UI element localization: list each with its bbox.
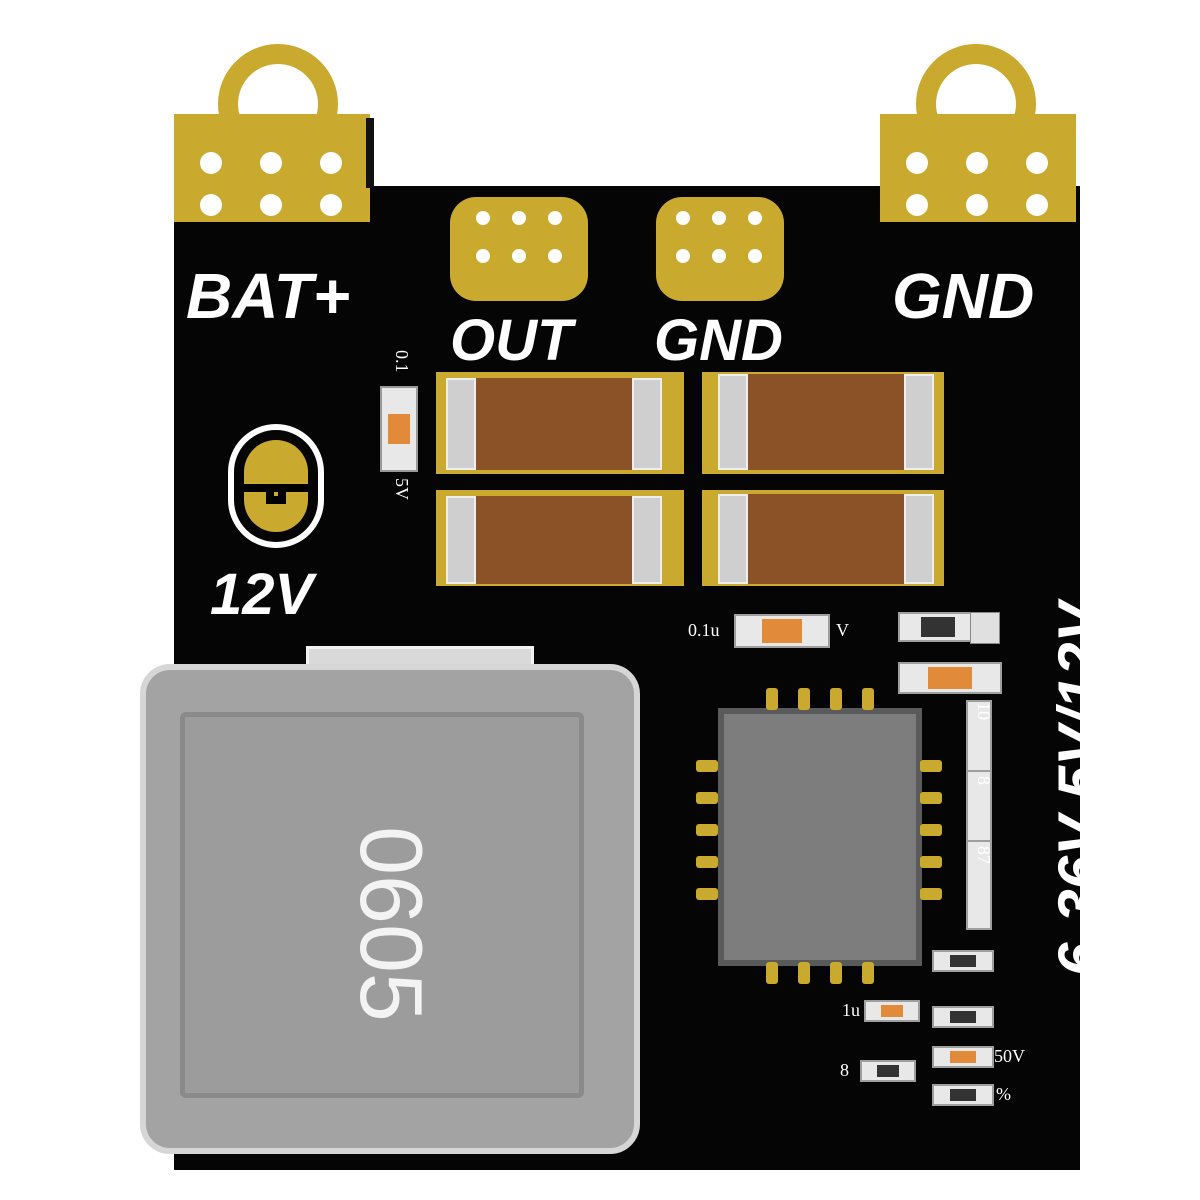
ic-pin xyxy=(766,962,778,984)
resistor-h4 xyxy=(932,1084,994,1106)
resistor-v1 xyxy=(966,700,992,780)
gnd-center-label: GND xyxy=(654,308,783,373)
led-indicator xyxy=(970,612,1000,644)
ic-pin xyxy=(830,962,842,984)
cap-mid-right xyxy=(898,662,1002,694)
solder-jumper xyxy=(228,424,324,548)
out-pad xyxy=(450,197,588,301)
ic-pin xyxy=(696,888,718,900)
resistor-h2 xyxy=(932,1006,994,1028)
resistor-v1-label: 10 xyxy=(974,702,994,720)
ic-chip xyxy=(718,708,922,966)
cap-50v xyxy=(932,1046,994,1068)
ic-pin xyxy=(830,688,842,710)
inductor: 0605 xyxy=(140,664,640,1154)
ic-pin xyxy=(920,888,942,900)
resistor-v2-label: 8 xyxy=(974,776,994,785)
resistor-h1 xyxy=(932,950,994,972)
cap-1u xyxy=(864,1000,920,1022)
ic-pin xyxy=(920,824,942,836)
bat-plus-pad xyxy=(174,114,370,222)
ic-pin xyxy=(862,688,874,710)
out-label: OUT xyxy=(450,308,573,373)
cap-0-1u-label: 0.1u xyxy=(688,620,720,640)
ic-pin xyxy=(696,824,718,836)
resistor-v3-label: 87 xyxy=(974,846,994,864)
resistor-h3-label: 8 xyxy=(840,1060,849,1080)
voltage-range-label: 6-36V 5V/12V xyxy=(1046,602,1113,976)
cap-1u-label: 1u xyxy=(842,1000,860,1020)
capacitor-2 xyxy=(718,374,934,470)
resistor-h3 xyxy=(860,1060,916,1082)
ic-pin xyxy=(798,688,810,710)
gnd-center-pad xyxy=(656,197,784,301)
bat-plus-pad-edge xyxy=(366,118,374,188)
bat-plus-label: BAT+ xyxy=(186,260,351,332)
ic-pin xyxy=(920,760,942,772)
gnd-right-label: GND xyxy=(892,260,1035,332)
resistor-v3 xyxy=(966,840,992,930)
resistor-h4-label: % xyxy=(996,1084,1011,1104)
gnd-pad xyxy=(880,114,1076,222)
ic-pin xyxy=(696,792,718,804)
cap-50v-label: 50V xyxy=(994,1046,1025,1066)
small-cap-left-label: 0.1 xyxy=(392,350,412,373)
capacitor-4 xyxy=(718,494,934,584)
v12-label: 12V xyxy=(210,562,314,627)
ic-pin xyxy=(696,856,718,868)
cap-gap-h xyxy=(436,474,944,490)
diode-small xyxy=(898,612,978,642)
small-cap-left-label-b: 5V xyxy=(392,478,412,500)
ic-pin xyxy=(920,856,942,868)
ic-pin xyxy=(920,792,942,804)
cap-0-1u xyxy=(734,614,830,648)
capacitor-3 xyxy=(446,496,662,584)
inductor-marking: 0605 xyxy=(342,826,441,1022)
small-cap-left xyxy=(380,386,418,472)
capacitor-1 xyxy=(446,378,662,470)
ic-pin xyxy=(766,688,778,710)
cap-0-1u-label-b: V xyxy=(836,620,849,640)
ic-pin xyxy=(798,962,810,984)
ic-pin xyxy=(862,962,874,984)
ic-pin xyxy=(696,760,718,772)
